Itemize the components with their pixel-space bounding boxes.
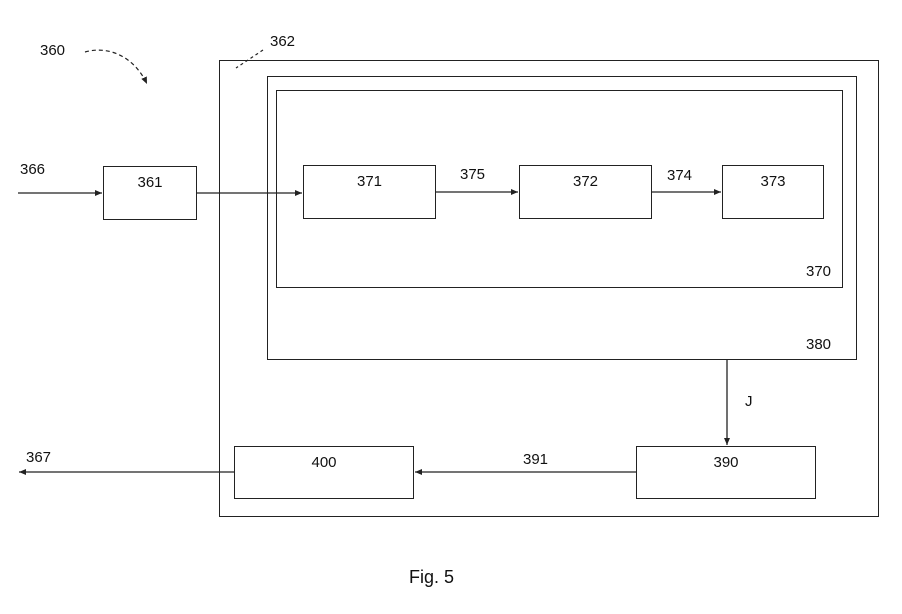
figure-caption: Fig. 5 — [409, 568, 454, 586]
label-375: 375 — [460, 167, 485, 182]
label-380: 380 — [806, 337, 831, 352]
label-391: 391 — [523, 452, 548, 467]
housing-leader-line — [236, 50, 263, 68]
label-366: 366 — [20, 162, 45, 177]
label-360: 360 — [40, 43, 65, 58]
system-pointer-arrow — [85, 50, 147, 84]
label-374: 374 — [667, 168, 692, 183]
label-J: J — [745, 394, 753, 409]
label-362: 362 — [270, 34, 295, 49]
label-370: 370 — [806, 264, 831, 279]
label-367: 367 — [26, 450, 51, 465]
